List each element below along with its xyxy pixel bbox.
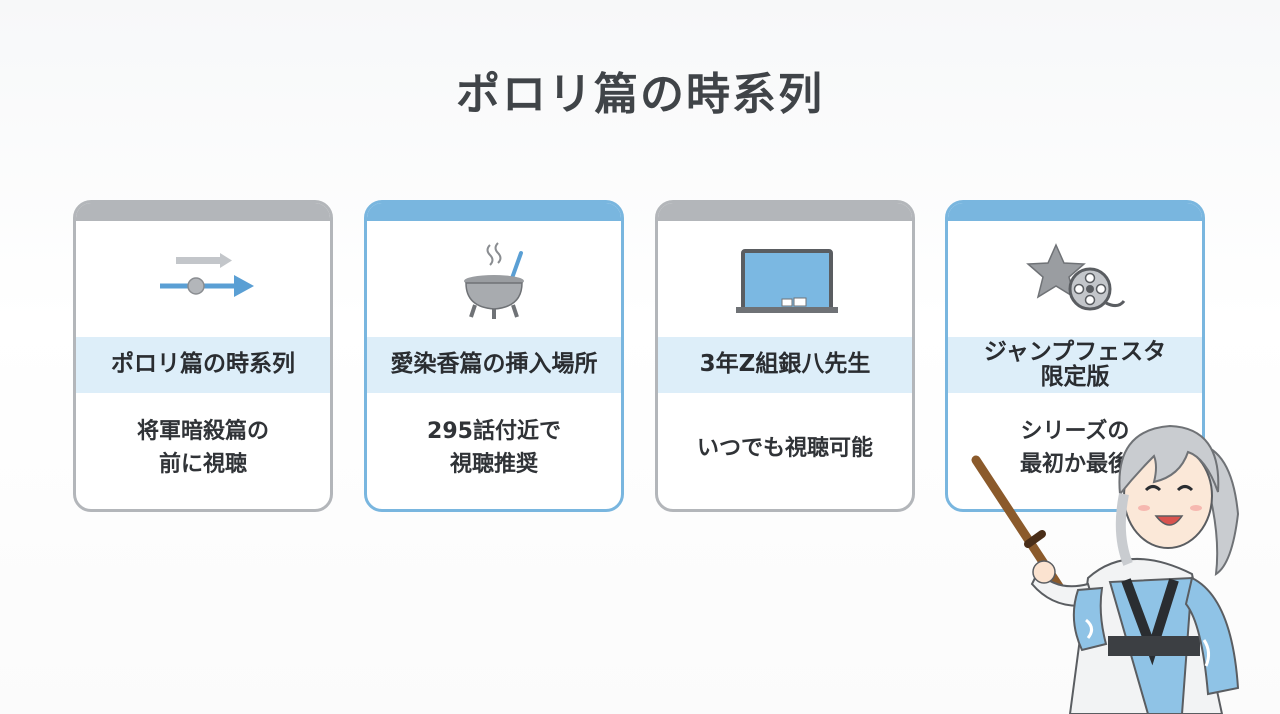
card-jump-festa: ジャンプフェスタ 限定版 シリーズの 最初か最後 [945, 200, 1205, 512]
card-heading: 愛染香篇の挿入場所 [367, 337, 621, 393]
card-ginpachi: 3年Z組銀八先生 いつでも視聴可能 [655, 200, 915, 512]
incense-pot-icon [464, 242, 524, 319]
page-title: ポロリ篇の時系列 [456, 69, 824, 120]
card-heading: ポロリ篇の時系列 [76, 337, 330, 393]
card-timeline: ポロリ篇の時系列 将軍暗殺篇の 前に視聴 [73, 200, 333, 512]
card-body: いつでも視聴可能 [696, 435, 873, 461]
star-film-reel-icon [1026, 243, 1126, 311]
card-body: 将軍暗殺篇の 前に視聴 [136, 419, 269, 477]
card-accent-bar [367, 203, 621, 221]
card-heading: 3年Z組銀八先生 [658, 337, 912, 393]
card-accent-bar [658, 203, 912, 221]
card-accent-bar [76, 203, 330, 221]
blackboard-icon [736, 249, 838, 313]
card-incense: 愛染香篇の挿入場所 295話付近で 視聴推奨 [364, 200, 624, 512]
mascot-character [971, 424, 1240, 714]
timeline-arrow-icon [160, 253, 254, 297]
card-body: 295話付近で 視聴推奨 [427, 419, 561, 477]
card-body: シリーズの 最初か最後 [1019, 419, 1130, 477]
card-accent-bar [948, 203, 1202, 221]
card-heading: ジャンプフェスタ 限定版 [948, 337, 1202, 393]
